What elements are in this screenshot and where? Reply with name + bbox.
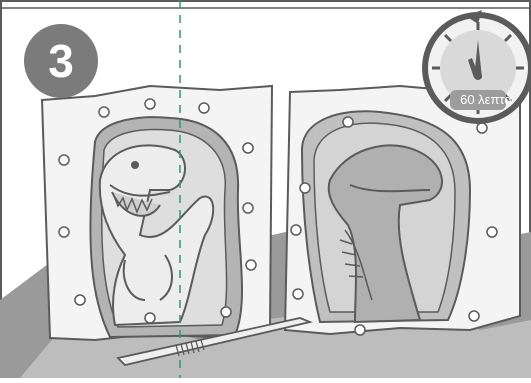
timer-duration-label: 60 λεπτά	[446, 92, 526, 107]
left-mold-board	[42, 86, 272, 340]
step-number-badge: 3	[24, 24, 98, 98]
